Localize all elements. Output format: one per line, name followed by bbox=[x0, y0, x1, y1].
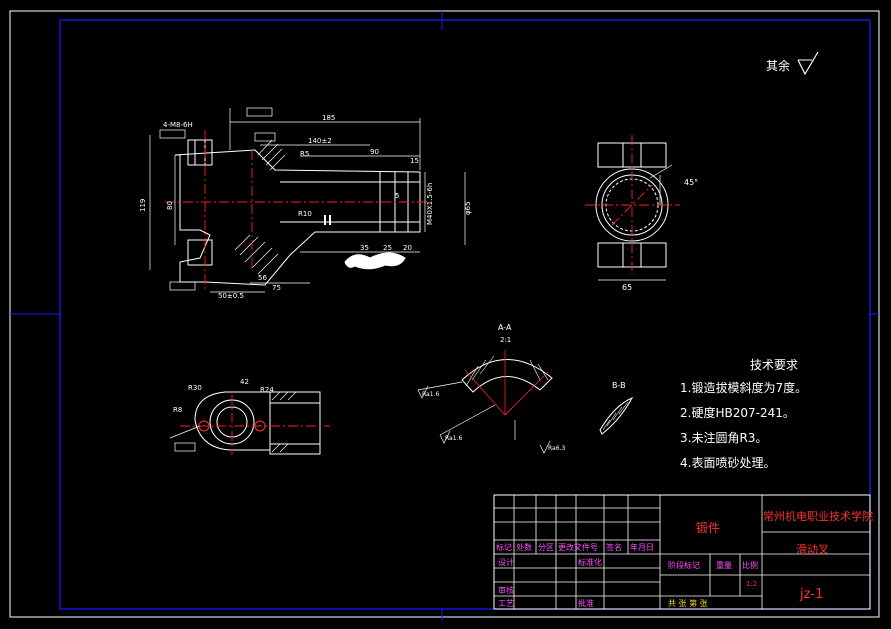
dim-140: 140±2 bbox=[308, 137, 332, 145]
header-zone: 分区 bbox=[538, 543, 554, 552]
dim-90: 90 bbox=[370, 148, 379, 156]
dim-r5: R5 bbox=[300, 150, 309, 158]
section-b-b: B-B bbox=[599, 381, 634, 435]
dim-r8: R8 bbox=[173, 406, 182, 414]
dim-56: 56 bbox=[258, 274, 267, 282]
side-view-centerlines bbox=[585, 135, 680, 275]
school-name: 常州机电职业技术学院 bbox=[763, 509, 873, 523]
header-signature: 签名 bbox=[606, 542, 622, 552]
label-review: 审核 bbox=[498, 585, 514, 595]
dim-45deg: 45° bbox=[684, 178, 698, 187]
label-scale: 比例 bbox=[742, 560, 758, 570]
label-standardize: 标准化 bbox=[578, 557, 602, 567]
label-process: 工艺 bbox=[498, 599, 514, 608]
drawing-frame bbox=[9, 10, 880, 620]
roughness-check-icon bbox=[797, 51, 819, 76]
label-weight: 重量 bbox=[716, 560, 732, 570]
label-design: 设计 bbox=[498, 557, 514, 567]
section-b-b-label: B-B bbox=[612, 381, 626, 390]
tech-requirements-title: 技术要求 bbox=[750, 358, 798, 372]
header-mark: 标记 bbox=[496, 542, 512, 552]
dim-185: 185 bbox=[322, 114, 335, 122]
roughness-ra16-b: Ra1.6 bbox=[445, 435, 462, 442]
label-stage-mark: 阶段标记 bbox=[668, 560, 700, 570]
dim-119: 119 bbox=[139, 199, 147, 212]
side-view bbox=[595, 142, 673, 281]
header-change-doc: 更改文件号 bbox=[558, 542, 598, 552]
section-a-a-scale: 2:1 bbox=[500, 336, 511, 344]
dim-r24: R24 bbox=[260, 386, 274, 394]
header-date: 年月日 bbox=[630, 542, 654, 552]
drawing-number: jz-1 bbox=[799, 587, 823, 602]
tech-requirement-4: 4.表面喷砂处理。 bbox=[680, 456, 775, 470]
section-a-a: A-A 2:1 Ra1.6 Ra1.6 Ra6.3 bbox=[417, 323, 565, 454]
top-view-centerlines bbox=[180, 395, 330, 455]
dim-m40: M40X1.5-6h bbox=[426, 183, 434, 225]
dim-65: 65 bbox=[622, 283, 632, 292]
part-name: 滑动叉 bbox=[796, 543, 829, 556]
dim-50: 50±0.5 bbox=[218, 292, 244, 300]
dim-80: 80 bbox=[166, 201, 174, 210]
dim-r30: R30 bbox=[188, 384, 202, 392]
part-type: 锻件 bbox=[696, 521, 720, 535]
front-view-centerlines bbox=[165, 130, 430, 290]
dim-35: 35 bbox=[360, 244, 369, 252]
section-a-a-label: A-A bbox=[498, 323, 512, 332]
scale-value: 1:2 bbox=[746, 580, 757, 588]
top-view bbox=[169, 391, 321, 455]
header-count: 处数 bbox=[516, 542, 532, 552]
dim-4m8: 4-M8-6H bbox=[163, 121, 193, 129]
dim-5: 5 bbox=[395, 192, 399, 200]
label-sheet-info: 共 张 第 张 bbox=[668, 598, 708, 608]
dim-42: 42 bbox=[240, 378, 249, 386]
roughness-note-label: 其余 bbox=[766, 58, 790, 73]
front-view-dim-labels: 185 140±2 90 119 80 56 75 50±0.5 φ65 M40… bbox=[139, 114, 472, 300]
title-block bbox=[493, 494, 871, 610]
tech-requirements: 技术要求 1.锻造拔模斜度为7度。 2.硬度HB207-241。 3.未注圆角R… bbox=[680, 358, 807, 470]
dim-20: 20 bbox=[403, 244, 412, 252]
tech-requirement-2: 2.硬度HB207-241。 bbox=[680, 405, 795, 420]
tech-requirement-3: 3.未注圆角R3。 bbox=[680, 430, 767, 445]
title-block-text: 锻件 常州机电职业技术学院 滑动叉 jz-1 1:2 标记 处数 分区 更改文件… bbox=[496, 509, 873, 608]
dim-25: 25 bbox=[383, 244, 392, 252]
label-approve: 批准 bbox=[578, 598, 594, 608]
roughness-ra16-a: Ra1.6 bbox=[422, 391, 439, 398]
tech-requirement-1: 1.锻造拔模斜度为7度。 bbox=[680, 380, 807, 395]
roughness-note: 其余 bbox=[766, 51, 819, 76]
dim-r10: R10 bbox=[298, 210, 312, 218]
dim-15: 15 bbox=[410, 157, 419, 165]
dim-phi65: φ65 bbox=[464, 201, 472, 215]
front-view-dimensions bbox=[149, 107, 466, 293]
dim-75: 75 bbox=[272, 284, 281, 292]
roughness-ra63: Ra6.3 bbox=[548, 445, 565, 452]
